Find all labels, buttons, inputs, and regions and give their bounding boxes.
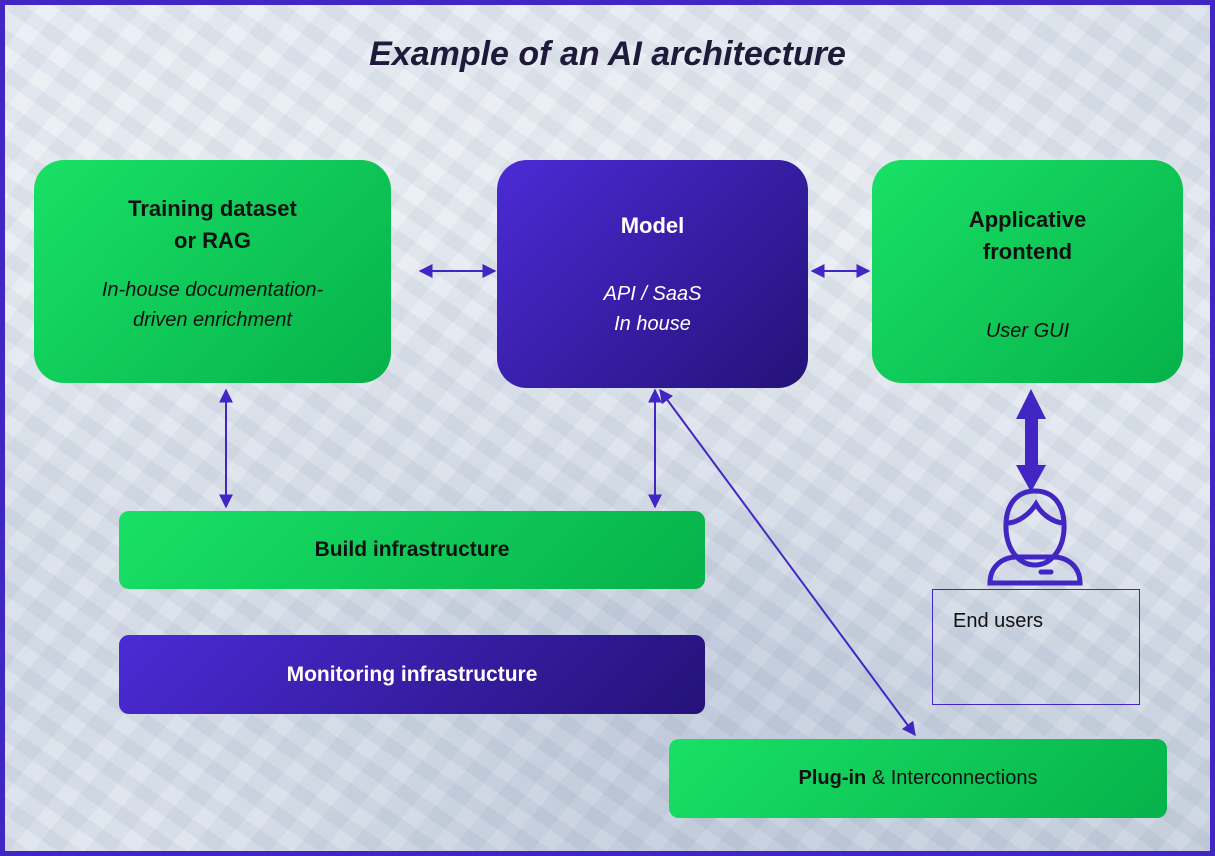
applicative-frontend-box: Applicative frontend User GUI [872,160,1183,383]
build-infrastructure-box: Build infrastructure [119,511,705,589]
training-dataset-box: Training dataset or RAG In-house documen… [34,160,391,383]
slide-background: Example of an AI architecture Training d… [5,5,1210,851]
arrow-model-plugin [659,388,916,737]
user-icon [987,488,1083,586]
plugin-label-rest: & Interconnections [866,767,1038,789]
training-subtitle: In-house documentation- driven enrichmen… [101,279,324,331]
monitoring-infrastructure-box: Monitoring infrastructure [119,635,705,714]
frontend-heading: Applicative frontend [968,207,1087,264]
arrow-frontend-users [1016,389,1046,492]
connector-layer [219,264,1083,737]
build-label: Build infrastructure [314,538,510,561]
plugin-label-bold: Plug-in [798,767,867,789]
end-users-label: End users [953,610,1044,632]
plugin-interconnections-box: Plug-in & Interconnections [669,739,1167,818]
model-heading: Model [620,213,685,238]
model-subtitle: API / SaaS In house [603,283,702,335]
end-users-box: End users [932,589,1140,705]
monitoring-label: Monitoring infrastructure [286,662,538,686]
diagram-title: Example of an AI architecture [369,35,846,73]
model-box: Model API / SaaS In house [497,160,808,388]
frontend-subtitle: User GUI [985,320,1070,342]
training-heading: Training dataset or RAG [128,196,297,253]
